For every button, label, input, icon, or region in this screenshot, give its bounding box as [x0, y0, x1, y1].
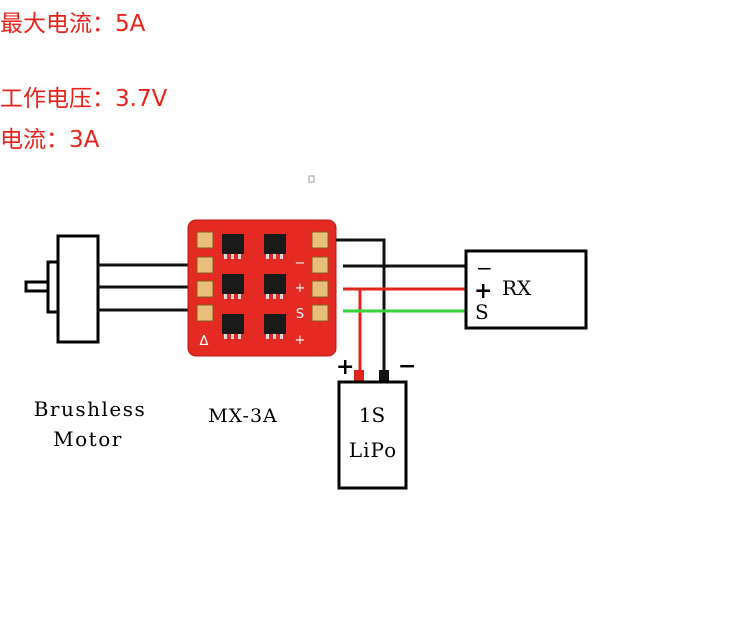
- battery-plus-terminal: [354, 370, 364, 382]
- esc-pad-left-1: [196, 231, 214, 249]
- esc-chip-5: [222, 314, 244, 334]
- battery-minus-terminal: [379, 370, 389, 382]
- esc-left-mark: Δ: [200, 334, 209, 349]
- esc-pad-left-3: [196, 280, 214, 298]
- battery-minus-label: −: [398, 353, 416, 379]
- esc-silk-plus-bottom: +: [295, 333, 306, 348]
- esc-silk-plus-top: +: [295, 281, 306, 296]
- motor-body: [56, 234, 100, 344]
- rx-box: [464, 249, 588, 330]
- rx-plus-label: +: [474, 278, 492, 304]
- battery-label-line2: LiPo: [349, 438, 397, 462]
- esc-chip-2: [264, 234, 286, 254]
- brushless-motor: [24, 234, 190, 344]
- esc-silk-minus: −: [295, 256, 306, 271]
- wire-battery-negative: [336, 238, 386, 372]
- esc-chip-1: [222, 234, 244, 254]
- esc-chip-3: [222, 274, 244, 294]
- esc-chip-4: [264, 274, 286, 294]
- stray-mark: [308, 175, 315, 183]
- rx-minus-label: −: [476, 256, 493, 280]
- esc-pad-left-4: [196, 304, 214, 322]
- esc-pad-right-4: [311, 304, 329, 322]
- motor-label-line2: Motor: [53, 427, 123, 451]
- esc-label: MX-3A: [208, 405, 278, 427]
- esc-pad-left-2: [196, 256, 214, 274]
- esc-chip-6: [264, 314, 286, 334]
- rx-label: RX: [502, 276, 532, 300]
- battery-label-line1: 1S: [359, 403, 385, 427]
- motor-shaft: [24, 280, 50, 293]
- battery-box: [337, 380, 408, 490]
- esc-pad-right-2: [311, 256, 329, 274]
- spec-working-voltage: 工作电压：3.7V: [0, 86, 168, 112]
- esc-pad-right-1: [311, 231, 329, 249]
- battery-plus-label: +: [336, 354, 354, 380]
- esc-board: Δ − + S +: [187, 219, 337, 357]
- motor-label-line1: Brushless: [34, 397, 147, 421]
- esc-silk-s: S: [296, 307, 304, 322]
- rx-s-label: S: [475, 300, 489, 324]
- spec-current: 电流：3A: [0, 127, 100, 153]
- spec-max-current: 最大电流：5A: [0, 11, 146, 37]
- esc-pad-right-3: [311, 280, 329, 298]
